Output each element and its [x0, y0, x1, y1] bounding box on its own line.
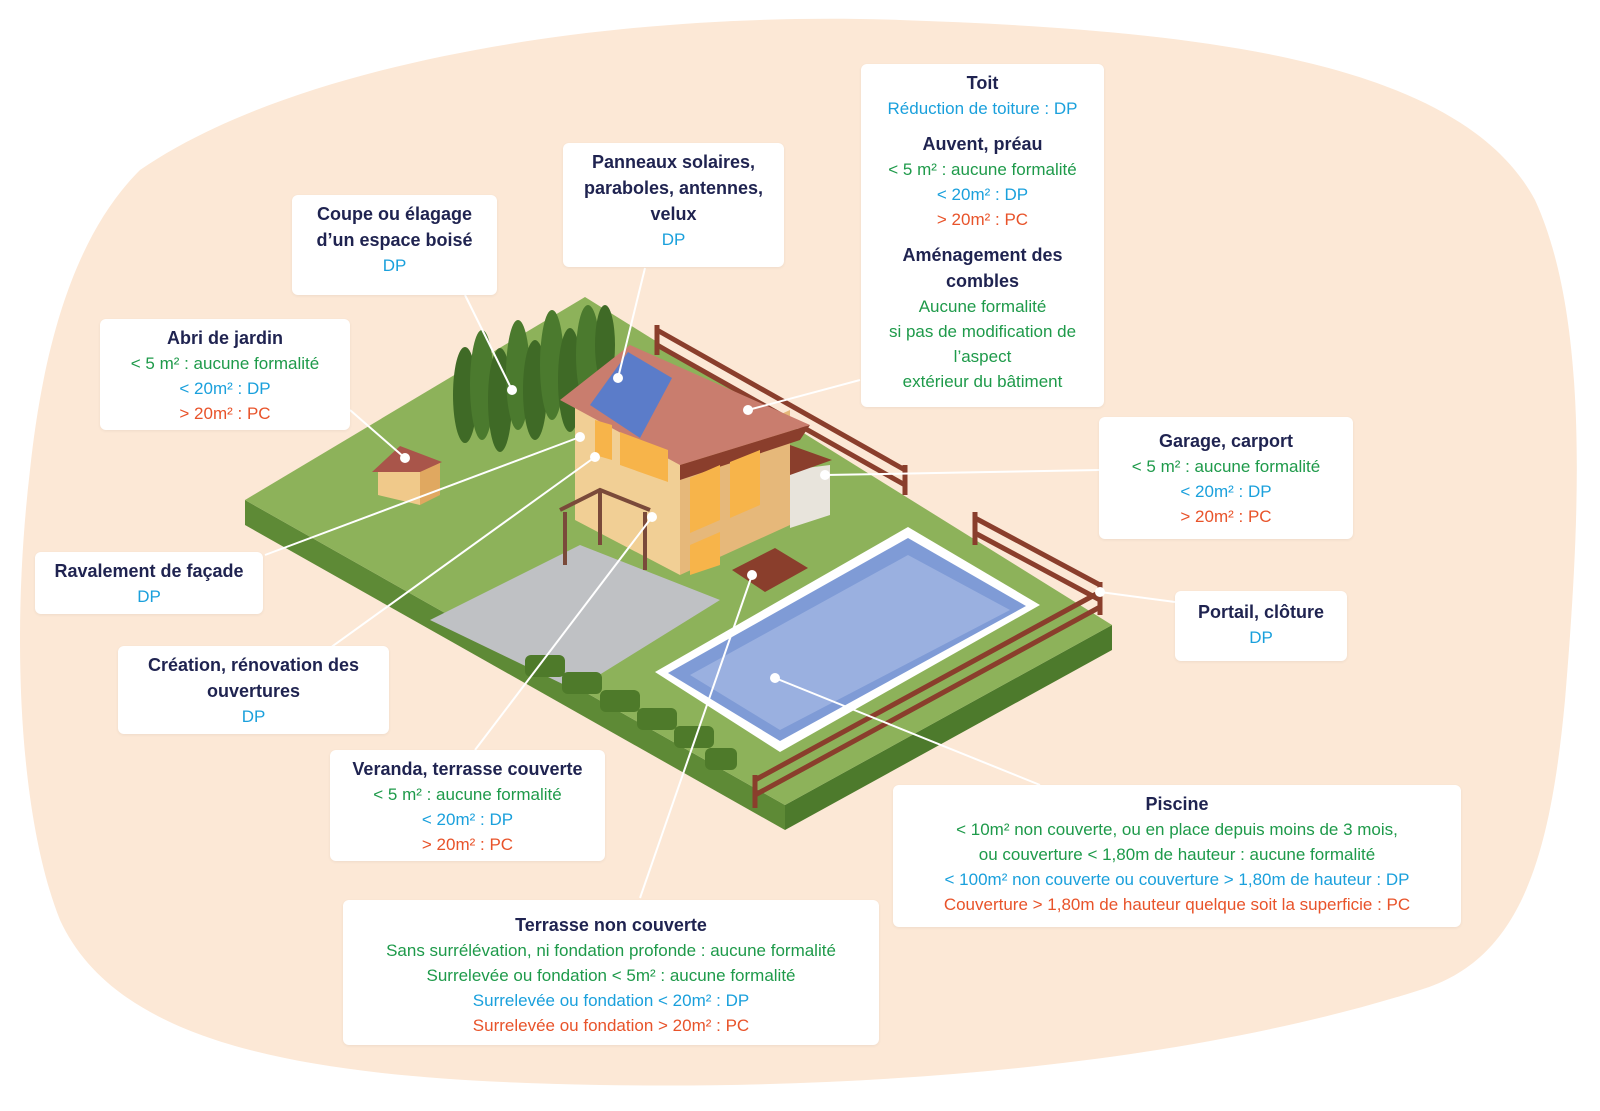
garage-line-none: < 5 m² : aucune formalité [1131, 457, 1321, 476]
garden-shed-line-dp: < 20m² : DP [179, 379, 271, 398]
fence-title: Portail, clôture [1197, 602, 1325, 622]
terrace-line-3: Surrelevée ou fondation < 20m² : DP [472, 991, 750, 1010]
terrace-line-1: Sans surrélévation, ni fondation profond… [386, 941, 836, 960]
hedge [525, 655, 737, 770]
tree-cutting-card: Coupe ou élagage d’un espace boisé DP [292, 195, 497, 295]
awning-title: Auvent, préau [922, 134, 1043, 154]
roof-line-dp: Réduction de toiture : DP [887, 99, 1078, 118]
garden-shed-title: Abri de jardin [166, 328, 283, 348]
solar-panels-title: Panneaux solaires, paraboles, antennes, … [583, 152, 764, 224]
garden-shed-line-none: < 5 m² : aucune formalité [130, 354, 320, 373]
attic-line-2: si pas de modification de [888, 322, 1077, 341]
garage-line-dp: < 20m² : DP [1180, 482, 1272, 501]
roof-card: Toit Réduction de toiture : DP Auvent, p… [861, 64, 1104, 407]
attic-title: Aménagement des combles [902, 245, 1063, 291]
veranda-title: Veranda, terrasse couverte [352, 759, 583, 779]
tree-cutting-title: Coupe ou élagage d’un espace boisé [316, 204, 473, 250]
pool-line-2: ou couverture < 1,80m de hauteur : aucun… [978, 845, 1376, 864]
facade-line-dp: DP [137, 587, 161, 606]
fence-card: Portail, clôture DP [1175, 591, 1347, 661]
pool [655, 527, 1040, 752]
solar-panels-line-dp: DP [661, 230, 686, 249]
garage [790, 445, 832, 528]
attic-line-3: l’aspect [953, 347, 1012, 366]
openings-line-dp: DP [241, 707, 266, 726]
facade-title: Ravalement de façade [54, 561, 244, 581]
roof-title: Toit [966, 73, 999, 93]
terrace-line-2: Surrelevée ou fondation < 5m² : aucune f… [426, 966, 796, 985]
pool-card: Piscine < 10m² non couverte, ou en place… [893, 785, 1461, 927]
terrace-card: Terrasse non couverte Sans surrélévation… [343, 900, 879, 1045]
garage-line-pc: > 20m² : PC [1180, 507, 1272, 526]
garage-card: Garage, carport < 5 m² : aucune formalit… [1099, 417, 1353, 539]
awning-line-none: < 5 m² : aucune formalité [888, 160, 1077, 179]
leader-lines [264, 267, 1176, 899]
solar-panels-card: Panneaux solaires, paraboles, antennes, … [563, 143, 784, 267]
veranda-card: Veranda, terrasse couverte < 5 m² : aucu… [330, 750, 605, 861]
pool-line-3: < 100m² non couverte ou couverture > 1,8… [944, 870, 1410, 889]
attic-line-4: extérieur du bâtiment [902, 372, 1063, 391]
garden-shed-card: Abri de jardin < 5 m² : aucune formalité… [100, 319, 350, 430]
garden-shed-line-pc: > 20m² : PC [179, 404, 271, 423]
terrace-title: Terrasse non couverte [515, 915, 707, 935]
pool-title: Piscine [1145, 794, 1209, 814]
awning-line-pc: > 20m² : PC [936, 210, 1029, 229]
pool-line-1: < 10m² non couverte, ou en place depuis … [956, 820, 1398, 839]
attic-line-1: Aucune formalité [918, 297, 1047, 316]
veranda-line-pc: > 20m² : PC [421, 835, 514, 854]
veranda-line-none: < 5 m² : aucune formalité [373, 785, 562, 804]
veranda [559, 487, 651, 570]
tree-cutting-line-dp: DP [382, 256, 407, 275]
fence-line-dp: DP [1249, 628, 1273, 647]
awning-line-dp: < 20m² : DP [936, 185, 1029, 204]
terrace-line-4: Surrelevée ou fondation > 20m² : PC [472, 1016, 750, 1035]
openings-card: Création, rénovation des ouvertures DP [118, 646, 389, 734]
leader-dots [400, 373, 1105, 683]
facade-card: Ravalement de façade DP [35, 552, 263, 614]
veranda-line-dp: < 20m² : DP [421, 810, 514, 829]
garage-title: Garage, carport [1158, 431, 1294, 451]
house [560, 345, 810, 575]
pool-line-4: Couverture > 1,80m de hauteur quelque so… [943, 895, 1411, 914]
deck [732, 548, 808, 592]
openings-title: Création, rénovation des ouvertures [147, 655, 360, 701]
